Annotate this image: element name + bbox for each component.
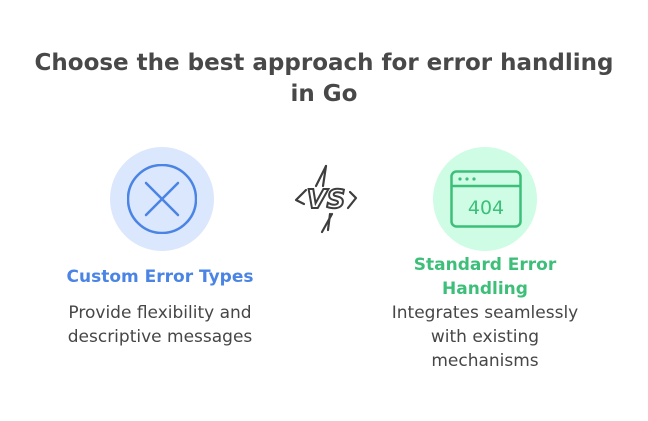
icon-circle-left xyxy=(110,147,214,251)
option-heading-right: Standard Error Handling xyxy=(360,253,610,301)
heading-line: Standard Error xyxy=(413,255,557,275)
option-description-right: Integrates seamlessly with existing mech… xyxy=(350,301,620,373)
browser-404-icon: 404 xyxy=(450,170,522,228)
description-line: Integrates seamlessly xyxy=(391,303,579,323)
heading-line: Handling xyxy=(442,279,528,299)
error-code-text: 404 xyxy=(468,197,504,219)
versus-icon: VS xyxy=(294,164,358,234)
page-title: Choose the best approach for error handl… xyxy=(0,48,648,110)
description-line: with existing xyxy=(430,327,540,347)
icon-circle-right: 404 xyxy=(433,147,537,251)
description-line: descriptive messages xyxy=(67,327,253,347)
title-line-2: in Go xyxy=(290,81,358,107)
title-line-1: Choose the best approach for error handl… xyxy=(34,50,614,76)
option-description-left: Provide flexibility and descriptive mess… xyxy=(30,301,290,349)
vs-label: VS xyxy=(307,185,346,215)
description-line: mechanisms xyxy=(431,351,539,371)
description-line: Provide flexibility and xyxy=(68,303,252,323)
option-heading-left: Custom Error Types xyxy=(66,267,254,287)
x-circle-icon xyxy=(127,164,197,234)
